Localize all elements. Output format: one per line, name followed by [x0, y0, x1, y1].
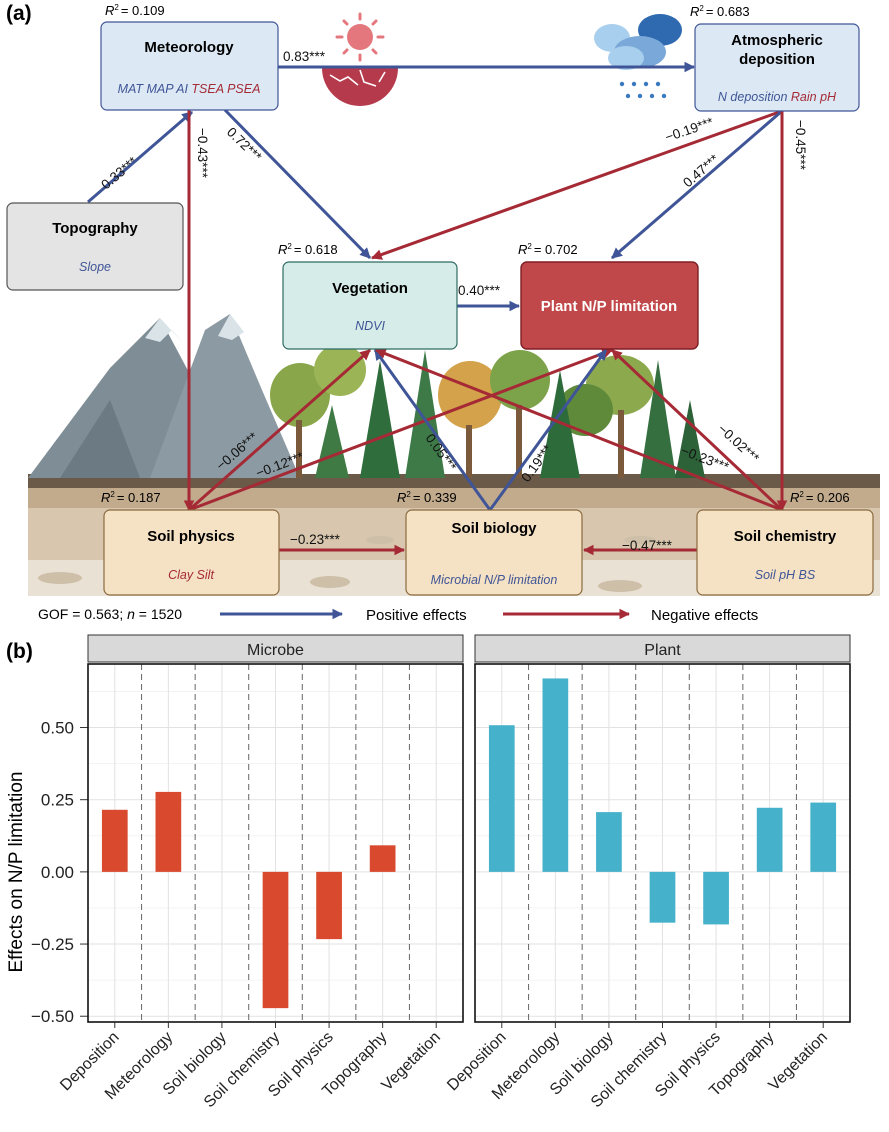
facet-strip-label: Microbe	[247, 642, 304, 659]
soil-biology-title: Soil biology	[452, 520, 538, 537]
bar-microbe-meteorology	[155, 791, 182, 872]
x-tick-label: Vegetation	[379, 1029, 444, 1094]
forest-illustration	[270, 344, 705, 478]
vegetation-title: Vegetation	[332, 280, 408, 297]
panel-a-label: (a)	[6, 2, 32, 25]
bar-plant-soil-biology	[596, 812, 622, 872]
node-vegetation: Vegetation NDVI	[282, 261, 458, 350]
bar-plant-meteorology	[542, 678, 569, 872]
vegetation-r2: R2= 0.618	[278, 242, 338, 257]
label-dep-veg: −0.19***	[663, 114, 716, 145]
arrow-sphys-plant	[188, 348, 614, 512]
sun-icon	[335, 12, 385, 62]
y-tick-label: 0.00	[41, 863, 74, 882]
y-tick-label: −0.50	[31, 1007, 74, 1026]
topography-title: Topography	[52, 220, 138, 237]
dry-earth-icon	[322, 68, 398, 106]
arrow-dep-veg	[370, 109, 783, 260]
deposition-title-line2: deposition	[739, 51, 815, 68]
bar-microbe-topography	[369, 845, 396, 872]
panel-a-background	[28, 12, 880, 596]
bar-plant-soil-chemistry	[649, 871, 676, 923]
label-dep-schem: −0.45***	[793, 120, 808, 171]
arrow-schem-plant	[610, 348, 784, 512]
facet-strip-label: Plant	[644, 642, 681, 659]
label-veg-plant: 0.40***	[458, 283, 501, 298]
gof-text: GOF = 0.563; n = 1520	[38, 606, 182, 622]
label-dep-plant: 0.47***	[680, 151, 722, 190]
deposition-vars: N deposition Rain pH	[718, 90, 837, 104]
arrow-sphys-veg	[188, 348, 371, 512]
mountain-illustration	[28, 314, 300, 478]
node-topography: Topography Slope	[6, 202, 184, 291]
plant-r2: R2= 0.702	[518, 242, 578, 257]
soil-biology-r2: R2= 0.339	[397, 490, 457, 505]
bar-plant-soil-physics	[703, 871, 729, 925]
meteorology-vars: MAT MAP AI TSEA PSEA	[118, 82, 261, 96]
soil-physics-r2: R2= 0.187	[101, 490, 161, 505]
arrow-topo-met	[87, 110, 193, 204]
vegetation-vars: NDVI	[355, 319, 385, 333]
node-plant-np-limitation: Plant N/P limitation	[520, 261, 699, 350]
facet-strip	[87, 634, 464, 663]
meteorology-title: Meteorology	[144, 39, 234, 56]
x-tick-label: Vegetation	[766, 1029, 831, 1094]
arrow-sbio-veg	[373, 349, 492, 511]
bar-microbe-soil-physics	[316, 871, 342, 940]
node-soil-biology: Soil biology Microbial N/P limitation	[405, 509, 583, 596]
meteorology-r2: R2= 0.109	[105, 3, 165, 18]
plant-title: Plant N/P limitation	[541, 298, 677, 315]
y-tick-label: 0.25	[41, 791, 74, 810]
node-meteorology: Meteorology MAT MAP AI TSEA PSEA	[100, 21, 279, 111]
rain-cloud-icon	[594, 14, 682, 99]
soil-chemistry-r2: R2= 0.206	[790, 490, 850, 505]
deposition-r2: R2= 0.683	[690, 4, 750, 19]
y-tick-label: −0.25	[31, 935, 74, 954]
bar-microbe-deposition	[101, 809, 128, 872]
node-deposition: Atmospheric deposition N deposition Rain…	[694, 23, 860, 112]
arrow-met-veg	[223, 108, 372, 260]
soil-chemistry-title: Soil chemistry	[734, 528, 837, 545]
soil-chemistry-vars: Soil pH BS	[755, 568, 816, 582]
topography-vars: Slope	[79, 260, 111, 274]
label-topo-met: 0.33***	[98, 153, 140, 192]
legend: GOF = 0.563; n = 1520 Positive effects N…	[38, 606, 758, 624]
arrow-dep-plant	[611, 109, 783, 260]
bar-microbe-soil-chemistry	[262, 871, 289, 1009]
soil-biology-vars: Microbial N/P limitation	[431, 573, 558, 587]
y-tick-label: 0.50	[41, 719, 74, 738]
soil-subsoil-layer	[28, 488, 880, 508]
arrow-schem-veg	[374, 348, 783, 512]
node-soil-physics: Soil physics Clay Silt	[103, 509, 280, 596]
arrow-sbio-plant	[488, 349, 608, 511]
soil-physics-vars: Clay Silt	[168, 568, 214, 582]
y-axis-ticks: 0.50 0.25 0.00 −0.25 −0.50	[31, 719, 88, 1026]
legend-negative-label: Negative effects	[651, 607, 758, 624]
node-soil-chemistry: Soil chemistry Soil pH BS	[696, 509, 874, 596]
bar-plant-deposition	[488, 725, 515, 872]
label-sphys-sbio: −0.23***	[290, 532, 341, 547]
path-arrows	[87, 61, 788, 556]
bar-plant-vegetation	[810, 802, 837, 872]
label-met-dep: 0.83***	[283, 49, 326, 64]
deposition-title-line1: Atmospheric	[731, 32, 823, 49]
label-schem-sbio: −0.47***	[622, 538, 673, 553]
facet-strip	[474, 634, 851, 663]
label-met-sphys: −0.43***	[195, 128, 210, 179]
panel-b-label: (b)	[6, 640, 33, 663]
legend-positive-label: Positive effects	[366, 607, 467, 624]
soil-physics-title: Soil physics	[147, 528, 235, 545]
bar-plant-topography	[756, 807, 783, 872]
chart-ylabel: Effects on N/P limitation	[6, 771, 27, 972]
